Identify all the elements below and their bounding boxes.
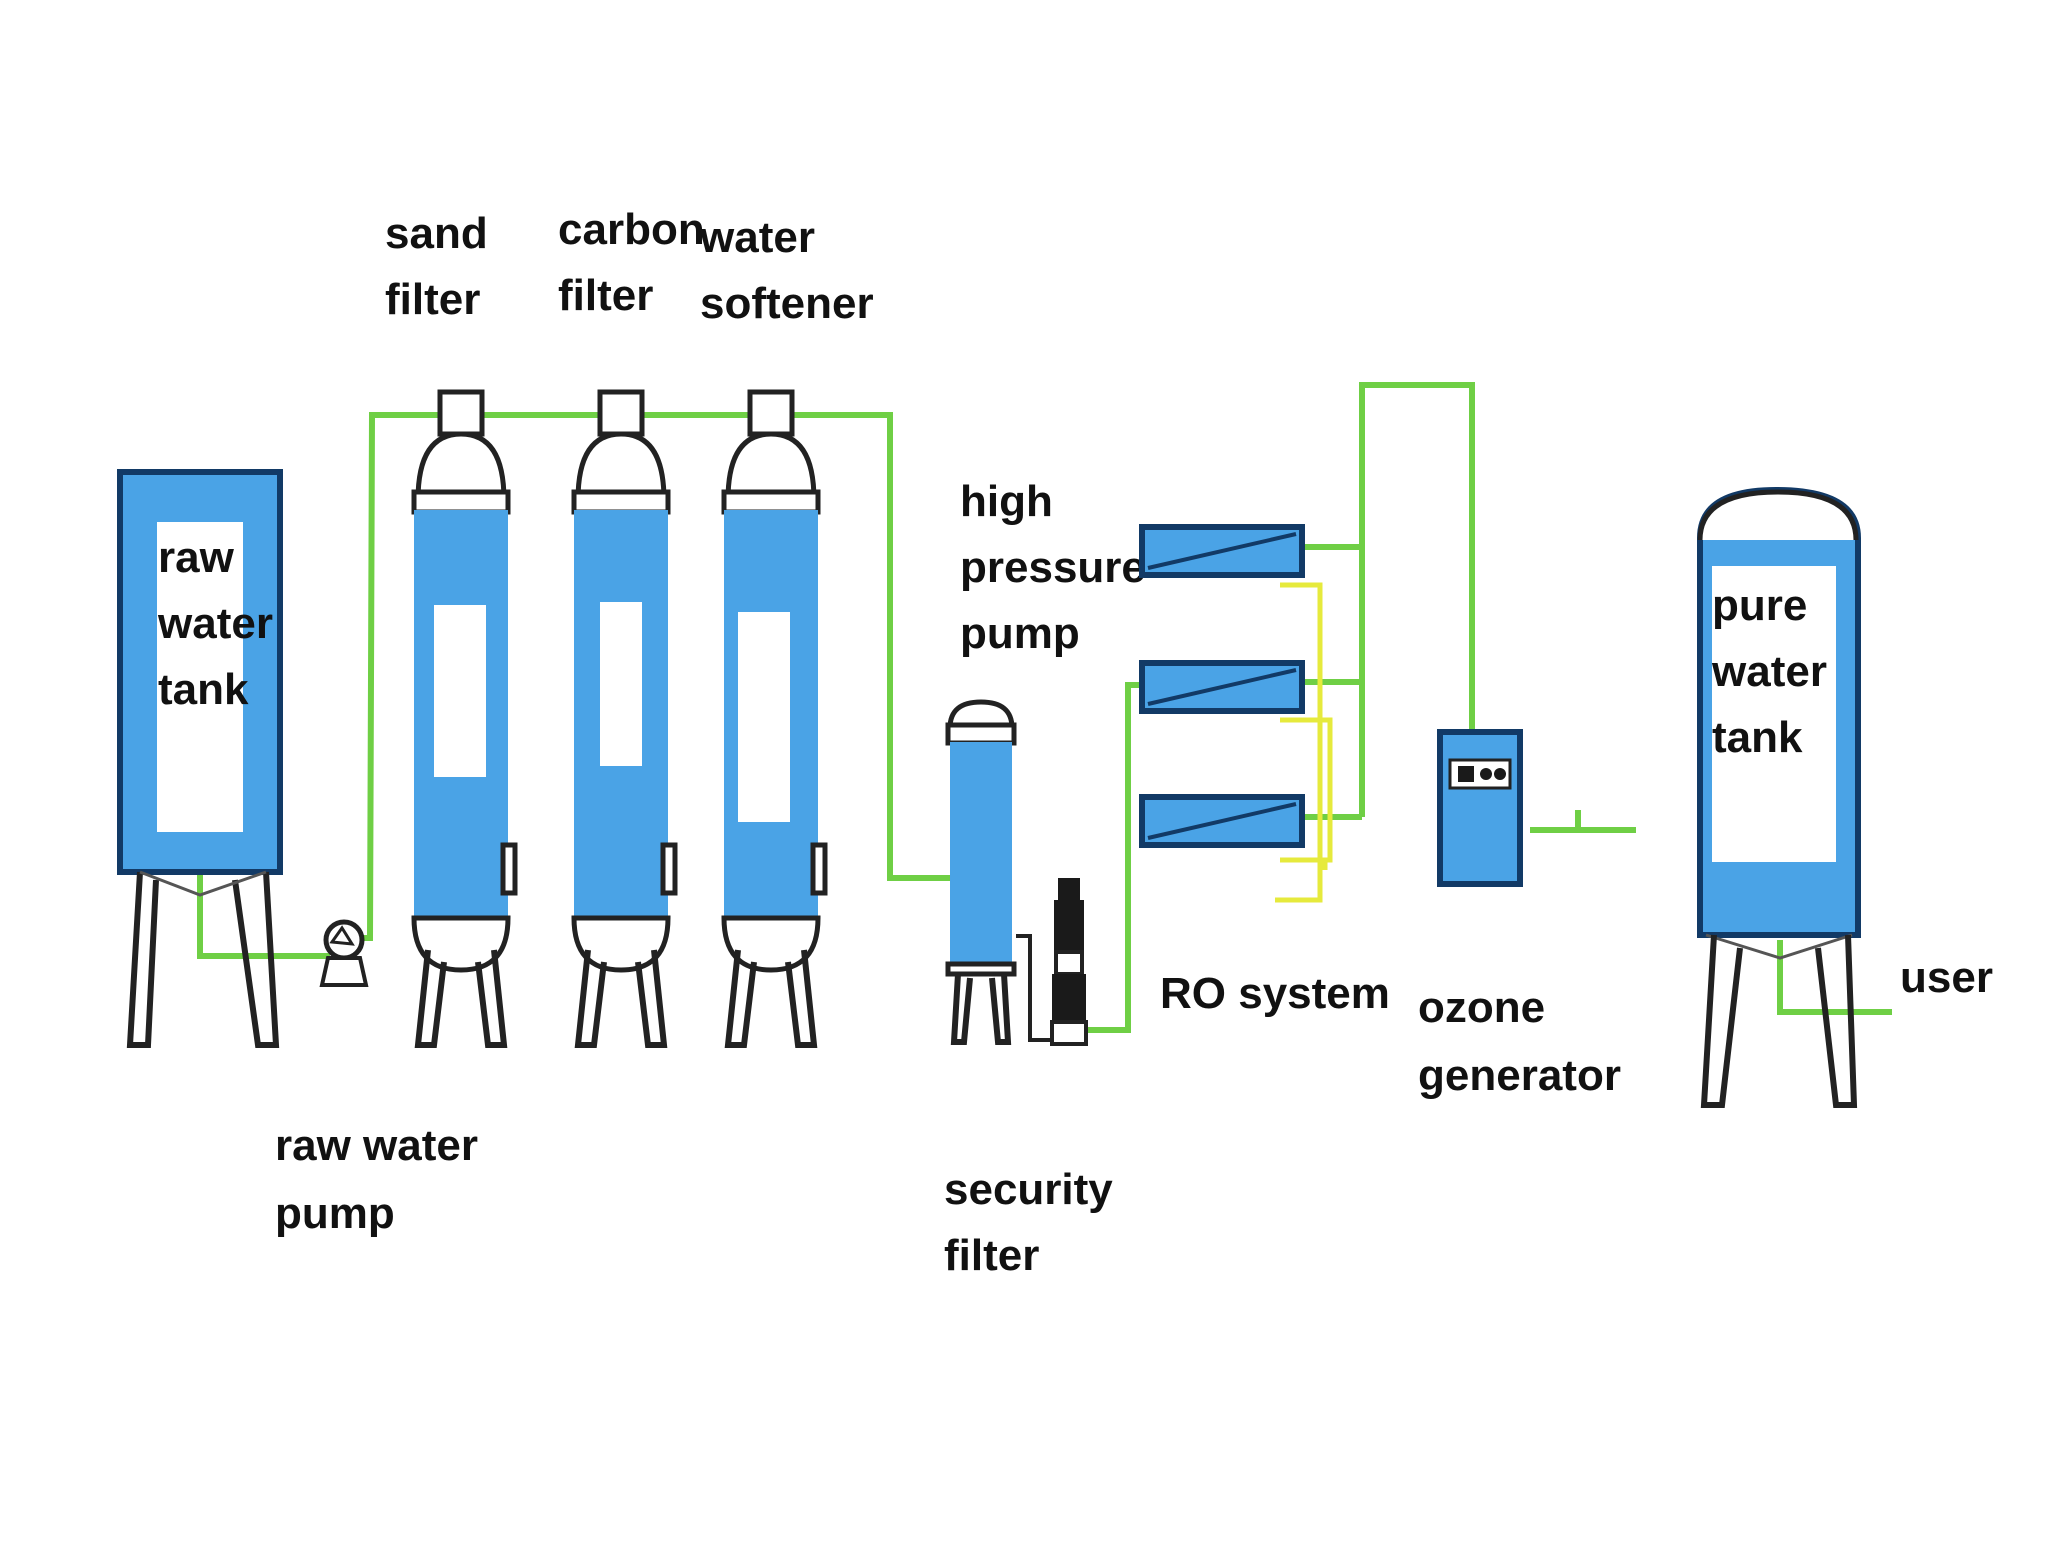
water-softener-window <box>738 612 790 822</box>
water-softener-label: water softener <box>699 213 874 328</box>
raw-water-tank-leg-right <box>232 871 280 1048</box>
ozone-generator-knob-2 <box>1494 768 1506 780</box>
carbon-filter-port <box>660 842 678 896</box>
security-filter-label: security filter <box>944 1165 1125 1280</box>
sand-filter-top-band <box>411 489 511 515</box>
water-softener: water softener <box>699 213 874 1048</box>
sand-filter-label: sand filter <box>385 209 500 324</box>
pipes <box>197 382 1892 1033</box>
carbon-filter-cap <box>597 389 645 437</box>
security-filter-leg-right <box>989 973 1012 1045</box>
high-pressure-pump-motor-top <box>1058 878 1080 900</box>
security-filter-bottom <box>945 961 1017 977</box>
sand-filter-leg-right <box>475 949 508 1048</box>
security-filter-top-band <box>945 722 1017 746</box>
high-pressure-pump-base <box>1050 1020 1088 1046</box>
ro-membrane-2 <box>1139 660 1305 714</box>
sand-filter-leg-left <box>414 949 447 1048</box>
water-softener-bottom <box>721 915 821 973</box>
pure-water-tank-dome <box>1697 489 1859 541</box>
carbon-filter-top-band <box>571 489 671 515</box>
high-pressure-pump-stages <box>1052 974 1086 1022</box>
raw-water-pump-body <box>323 919 365 961</box>
carbon-filter-label: carbon filter <box>558 205 717 320</box>
raw-water-tank-window <box>157 522 243 832</box>
sand-filter: sand filter <box>385 209 518 1048</box>
sand-filter-bottom <box>411 915 511 973</box>
pure-water-tank-leg-left <box>1700 934 1743 1108</box>
sand-filter-cap <box>437 389 485 437</box>
high-pressure-pump-coupling <box>1054 950 1084 976</box>
ro-membrane-1-housing <box>1139 524 1305 578</box>
carbon-filter: carbon filter <box>558 205 717 1048</box>
ozone-generator-knob-1 <box>1480 768 1492 780</box>
ro-system: RO system <box>1139 524 1390 1018</box>
concentrate-line-3 <box>1280 857 1328 870</box>
pure-water-tank-window <box>1712 566 1836 862</box>
security-filter: security filter <box>944 699 1125 1280</box>
water-softener-leg-left <box>724 949 757 1048</box>
carbon-filter-dome <box>575 431 667 503</box>
raw-water-pump-impeller <box>329 925 355 946</box>
high-pressure-pump: high pressure pump <box>960 477 1158 1046</box>
raw-water-tank-label: raw water tank <box>157 533 285 714</box>
carbon-filter-leg-left <box>574 949 607 1048</box>
pure-water-tank: pure water tank <box>1697 486 1861 1108</box>
ozone-generator-cabinet <box>1437 729 1523 887</box>
security-filter-dome <box>947 699 1015 731</box>
high-pressure-pump-motor <box>1054 900 1084 952</box>
raw-water-tank-leg-left <box>126 871 159 1048</box>
ro-membrane-1-element <box>1147 532 1297 570</box>
sand-filter-port <box>500 842 518 896</box>
water-softener-cap <box>747 389 795 437</box>
raw-water-tank: raw water tank <box>117 469 285 1048</box>
pure-water-tank-leg-right <box>1815 934 1858 1108</box>
carbon-filter-leg-right <box>635 949 668 1048</box>
carbon-filter-bottom <box>571 915 671 973</box>
raw-water-tank-cone <box>139 870 267 897</box>
sand-filter-dome <box>415 431 507 503</box>
carbon-filter-window <box>600 602 642 766</box>
high-pressure-pump-inlet-pipe <box>1016 934 1052 1042</box>
raw-water-pump: raw water pump <box>275 919 490 1238</box>
user-label: user <box>1900 953 1993 1002</box>
ro-membrane-3 <box>1139 794 1305 848</box>
pipe-pure-tank-to-user <box>1777 940 1892 1015</box>
pure-water-tank-cone <box>1705 933 1853 960</box>
pure-water-tank-label: pure water tank <box>1711 581 1839 762</box>
raw-water-pump-base <box>319 956 369 987</box>
pipe-ro-product <box>1305 382 1475 730</box>
security-filter-leg-left <box>950 973 973 1045</box>
pipe-tank-to-pump <box>197 870 330 959</box>
water-softener-port <box>810 842 828 896</box>
security-filter-body <box>950 742 1012 966</box>
concentrate-line-1 <box>1275 582 1323 903</box>
water-softener-top-band <box>721 489 821 515</box>
water-softener-leg-right <box>785 949 818 1048</box>
high-pressure-pump-label: high pressure pump <box>960 477 1158 658</box>
sand-filter-window <box>434 605 486 777</box>
ro-membrane-2-element <box>1147 668 1297 706</box>
ozone-generator: ozone generator <box>1418 729 1621 1100</box>
ozone-generator-label: ozone generator <box>1418 983 1621 1100</box>
raw-water-pump-label: raw water pump <box>275 1121 490 1238</box>
concentrate-lines <box>1275 582 1333 903</box>
ro-membrane-3-element <box>1147 802 1297 840</box>
ro-membrane-1 <box>1139 524 1305 578</box>
pipe-hp-pump-to-ro <box>1082 682 1145 1033</box>
ozone-generator-display <box>1458 766 1474 782</box>
water-softener-dome <box>725 431 817 503</box>
ro-system-label: RO system <box>1160 969 1390 1018</box>
